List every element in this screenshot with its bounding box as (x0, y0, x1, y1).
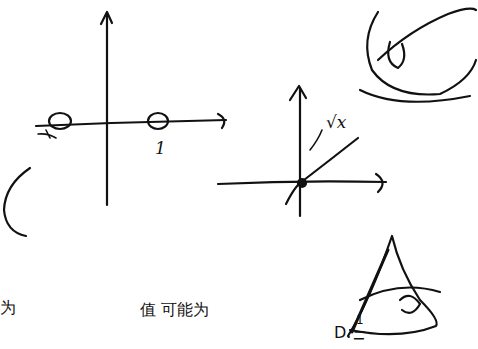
curve-scribble (360, 288, 440, 301)
axis-arrow (101, 12, 112, 24)
pen-scribble (38, 130, 56, 138)
curve-label: √x (326, 114, 346, 131)
option-letter: D. (334, 325, 351, 341)
parabola-scribble (367, 12, 476, 95)
circle-mark (49, 113, 71, 129)
axis-arrow (376, 174, 383, 192)
axis-mark: 1 (155, 140, 166, 157)
y-axis (106, 14, 108, 205)
pen-scribble (310, 130, 322, 150)
y-axis (299, 88, 301, 216)
axis-arrow (290, 86, 306, 100)
line-scribble (378, 9, 476, 60)
x-axis (36, 120, 226, 126)
minus-sign: − (352, 331, 365, 347)
question-text: 值 可能为 (140, 302, 209, 318)
curve (286, 138, 358, 204)
partial-curve (4, 168, 30, 236)
curve-scribble (360, 90, 470, 102)
axis-arrow (218, 114, 224, 128)
loop-scribble (400, 296, 420, 313)
cut-off-text: 为 (0, 300, 16, 316)
loop-scribble (388, 42, 404, 68)
fraction-numerator: 1 (356, 314, 364, 326)
circle-mark (148, 113, 168, 129)
loop-scribble (348, 236, 437, 336)
